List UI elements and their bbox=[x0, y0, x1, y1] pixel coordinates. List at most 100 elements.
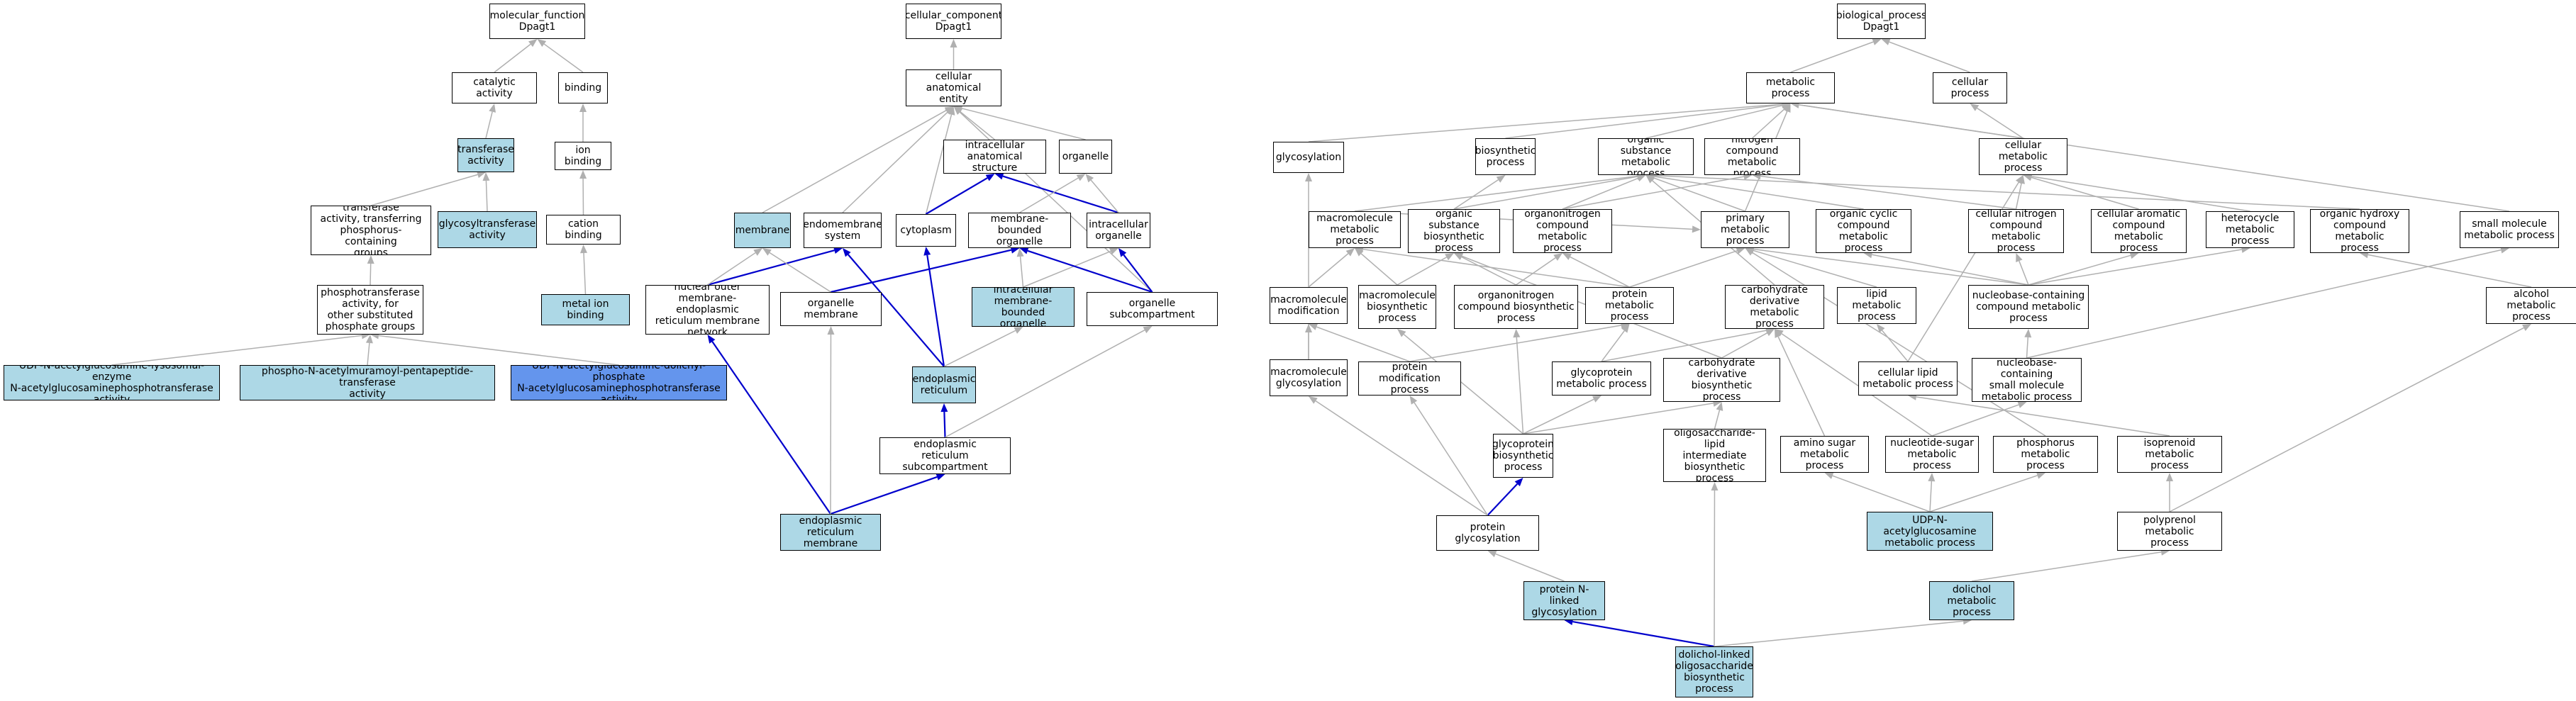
term-node-cmp: cellular metabolic process bbox=[1979, 138, 2067, 175]
arrowhead-endomembrane-to-cae bbox=[945, 106, 954, 115]
arrowhead-protein_mp-to-onmp bbox=[1562, 253, 1572, 260]
edge-udp_lys-to-phosphotrans bbox=[111, 335, 362, 366]
term-node-cae: cellular anatomical entity bbox=[906, 69, 1001, 106]
term-node-organelle: organelle bbox=[1059, 140, 1112, 174]
edge-cacmp-to-cmp bbox=[2031, 176, 2139, 210]
term-node-osbp: organic substance biosynthetic process bbox=[1408, 209, 1500, 253]
arrowhead-gp_bp-to-macro_bp bbox=[1397, 329, 1406, 337]
arrowhead-polyprenol-to-alcohol_mp bbox=[2522, 324, 2531, 331]
term-node-phosphotrans: phosphotransferase activity, for other s… bbox=[317, 285, 423, 335]
edge-protein_glyc-to-gp_bp bbox=[1487, 483, 1519, 516]
edge-phos_mp-to-primary_mp bbox=[1752, 252, 2046, 437]
arrowhead-er_membrane-to-org_membrane bbox=[827, 326, 835, 335]
arrowhead-primary_mp-to-metabolic bbox=[1784, 103, 1791, 113]
term-node-metal-ion: metal ion binding bbox=[541, 294, 630, 325]
term-node-mbo: membrane-bounded organelle bbox=[968, 213, 1071, 248]
edges-layer bbox=[111, 38, 2532, 648]
edge-cytoplasm-to-ias bbox=[925, 177, 988, 215]
arrowhead-imbo-to-intra_org bbox=[1109, 247, 1118, 255]
term-node-mf-root: molecular_function Dpagt1 bbox=[489, 4, 585, 39]
edge-er-to-imbo bbox=[943, 330, 1016, 367]
term-node-udp-dol: UDP-N-acetylglucosamine-dolichyl-phospha… bbox=[511, 365, 727, 400]
edge-udp_glcnac-to-ns_mp bbox=[1929, 481, 1933, 512]
arrowhead-clmp-to-cmp bbox=[2015, 175, 2023, 184]
edge-ias-to-cae bbox=[960, 111, 995, 140]
edge-glycosylation-to-metabolic bbox=[1308, 103, 1782, 142]
edge-gp_bp-to-gp_mp bbox=[1523, 398, 1594, 434]
term-node-glycosylation: glycosylation bbox=[1273, 142, 1344, 173]
arrowhead-gp_mp-to-protein_mp bbox=[1621, 324, 1630, 333]
edge-cdbp-to-cdmp bbox=[1721, 332, 1767, 359]
arrowhead-nomerm-to-membrane bbox=[753, 248, 762, 256]
edge-cncmp-to-ncmp bbox=[1760, 175, 2016, 210]
term-node-clmp: cellular lipid metabolic process bbox=[1858, 361, 1958, 396]
term-node-catalytic: catalytic activity bbox=[452, 72, 537, 103]
edge-ns_mp-to-cdmp bbox=[1781, 333, 1933, 437]
arrowhead-protein_glyc-to-macro_glyc bbox=[1309, 396, 1318, 404]
arrowhead-onmp-to-osmp bbox=[1636, 174, 1646, 182]
term-node-dlo-bp: dolichol-linked oligosaccharide biosynth… bbox=[1675, 646, 1753, 697]
arrowhead-intra_org-to-organelle bbox=[1085, 174, 1094, 183]
edge-org_subcomp-to-intra_org bbox=[1123, 254, 1153, 293]
arrowhead-ncsmmp-to-smmp bbox=[2500, 246, 2509, 254]
edge-dlo_bp-to-pn_glyc bbox=[1572, 620, 1715, 648]
edge-gp_bp-to-cdbp bbox=[1523, 403, 1714, 434]
arrowhead-pmp-to-macro_mod bbox=[1309, 323, 1318, 330]
arrowhead-udp_glcnac-to-phos_mp bbox=[2036, 472, 2045, 479]
edge-clmp-to-lipid_mp bbox=[1882, 330, 1909, 362]
edge-cmp-to-cellular_process bbox=[1977, 107, 2023, 139]
edge-nomerm-to-membrane bbox=[707, 252, 756, 286]
arrowhead-cytoplasm-to-ias bbox=[985, 174, 995, 181]
arrowhead-er-to-endomembrane bbox=[843, 248, 851, 257]
term-node-dolichol-mp: dolichol metabolic process bbox=[1929, 581, 2014, 620]
term-node-protein-mp: protein metabolic process bbox=[1585, 287, 1674, 324]
edge-ns_mp-to-ncsmmp bbox=[1931, 404, 2019, 437]
edge-ncsmmp-to-smmp bbox=[2026, 249, 2502, 359]
arrowhead-imbo-to-mbo bbox=[1016, 248, 1024, 257]
edge-ncsmmp-to-nccmp bbox=[2026, 337, 2029, 359]
edge-cncmp-to-cmp bbox=[2015, 183, 2022, 210]
term-node-onbp: organonitrogen compound biosynthetic pro… bbox=[1454, 285, 1578, 329]
term-node-binding: binding bbox=[558, 72, 608, 103]
term-node-ncsmmp: nucleobase-containing small molecule met… bbox=[1972, 358, 2082, 402]
edge-er_subcomp-to-org_subcomp bbox=[945, 330, 1145, 438]
edge-biosynthetic-to-metabolic bbox=[1505, 103, 1782, 139]
term-node-membrane: membrane bbox=[734, 213, 791, 248]
edge-nomerm-to-endomembrane bbox=[707, 249, 835, 286]
term-node-gp-bp: glycoprotein biosynthetic process bbox=[1493, 434, 1553, 478]
edge-organelle-to-cae bbox=[961, 108, 1086, 140]
arrowhead-protein_glyc-to-pmp bbox=[1409, 396, 1418, 405]
term-node-onmp: organonitrogen compound metabolic proces… bbox=[1513, 209, 1612, 253]
term-node-ncmp: nitrogen compound metabolic process bbox=[1704, 138, 1800, 175]
arrowhead-cmp-to-cellular_process bbox=[1970, 103, 1980, 111]
term-node-org-membrane: organelle membrane bbox=[780, 292, 882, 326]
edge-osmp-to-metabolic bbox=[1645, 105, 1783, 139]
edge-ncmp-to-metabolic bbox=[1751, 108, 1785, 139]
edge-metabolic-to-bp_root bbox=[1790, 41, 1874, 73]
term-node-ias: intracellular anatomical structure bbox=[943, 140, 1046, 174]
term-node-ion-binding: ion binding bbox=[555, 142, 611, 170]
arrowhead-org_subcomp-to-cae bbox=[953, 106, 962, 115]
edge-dolichol_mp-to-polyprenol bbox=[1971, 551, 2162, 582]
term-node-macro-mod: macromolecule modification bbox=[1270, 287, 1348, 324]
arrowhead-er_subcomp-to-er bbox=[940, 403, 948, 413]
arrowhead-ns_mp-to-ncsmmp bbox=[2017, 401, 2027, 408]
edge-er-to-cytoplasm bbox=[926, 254, 945, 367]
edge-macro_bp-to-osbp bbox=[1397, 257, 1447, 286]
edge-isoprenoid-to-clmp bbox=[1916, 396, 2170, 437]
arrowhead-cdmp-to-osmp bbox=[1645, 175, 1655, 184]
arrowhead-macro_mod-to-macro_mp bbox=[1345, 248, 1355, 257]
edge-smmp-to-metabolic bbox=[1799, 104, 2510, 212]
arrowhead-metabolic-to-bp_root bbox=[1872, 38, 1882, 45]
arrowhead-nomerm-to-endomembrane bbox=[833, 247, 843, 254]
arrowhead-metal_ion-to-cation_binding bbox=[580, 245, 588, 254]
term-node-udp-lys: UDP-N-acetylglucosamine-lysosomal-enzyme… bbox=[4, 365, 220, 400]
term-node-macro-glyc: macromolecule glycosylation bbox=[1270, 359, 1348, 396]
arrowhead-udp_glcnac-to-amino_sugar bbox=[1824, 472, 1834, 479]
edge-protein_glyc-to-macro_glyc bbox=[1315, 400, 1488, 516]
arrowhead-cellular_process-to-bp_root bbox=[1881, 38, 1891, 45]
arrowhead-org_membrane-to-mbo bbox=[1010, 246, 1020, 254]
arrowhead-er-to-imbo bbox=[1014, 327, 1023, 334]
edge-er_subcomp-to-er bbox=[943, 411, 946, 438]
